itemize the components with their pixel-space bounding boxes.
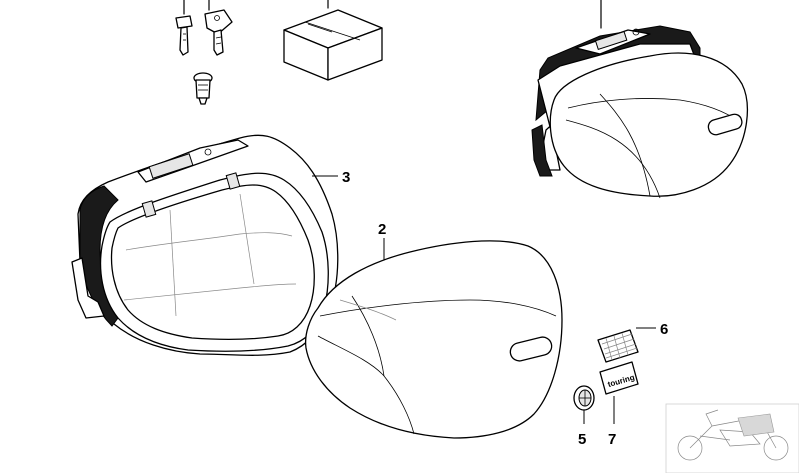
emblem-part-5 <box>573 385 595 424</box>
lid-part-2 <box>304 238 563 439</box>
motorcycle-thumbnail <box>665 403 799 473</box>
key-left <box>175 0 193 56</box>
lock-cylinder <box>193 72 213 105</box>
label-part-6: 6 <box>660 321 668 338</box>
complete-case <box>531 0 748 199</box>
key-right <box>204 0 233 56</box>
case-frame-part-3 <box>71 134 339 356</box>
reflector-badge-part-6 <box>597 327 656 363</box>
label-part-2: 2 <box>378 221 386 238</box>
label-part-3: 3 <box>342 169 350 186</box>
touring-badge-part-7: touring <box>599 361 639 424</box>
label-part-5: 5 <box>578 431 586 448</box>
key-set <box>175 0 233 105</box>
label-part-7: 7 <box>608 431 616 448</box>
box-package <box>283 0 383 81</box>
